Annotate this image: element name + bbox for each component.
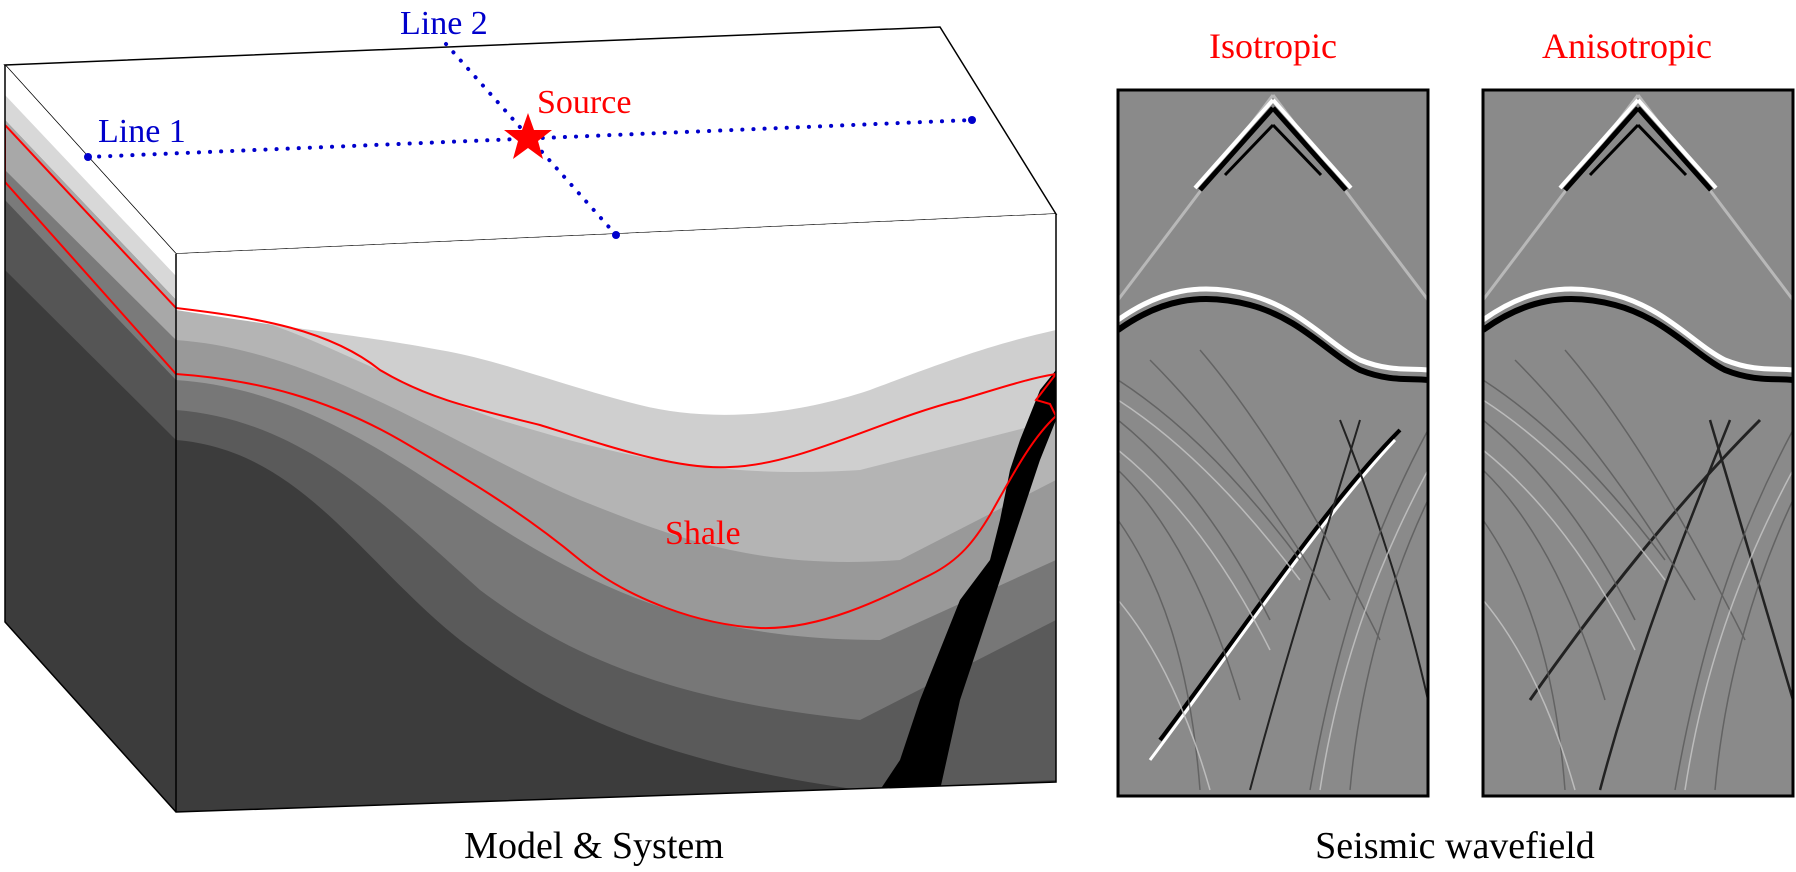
wavefield-panel-anisotropic: Anisotropic [1481,26,1795,798]
shale-top-horizon [176,307,1056,469]
model-block: Line 1 Line 2 Source Shale Model & Syste… [3,5,1058,867]
line2-label: Line 2 [400,5,488,42]
shale-label: Shale [665,515,741,552]
isotropic-title: Isotropic [1209,26,1337,66]
layer-0-top [176,214,1056,415]
shale-base-horizon [176,373,1056,630]
isotropic-frame [1116,88,1430,798]
wavefield-panel-isotropic: Isotropic [1116,26,1430,798]
anisotropic-title: Anisotropic [1542,26,1712,66]
line1-label: Line 1 [98,113,186,150]
source-label: Source [537,84,631,121]
wavefield-caption: Seismic wavefield [1315,825,1595,867]
model-side-face [5,65,176,812]
survey-line-2 [444,42,618,237]
anisotropic-frame [1481,88,1795,798]
intrusion-outline [1034,373,1056,417]
source-star-icon [504,113,552,159]
model-caption: Model & System [464,825,724,867]
model-front-face [176,214,1056,812]
